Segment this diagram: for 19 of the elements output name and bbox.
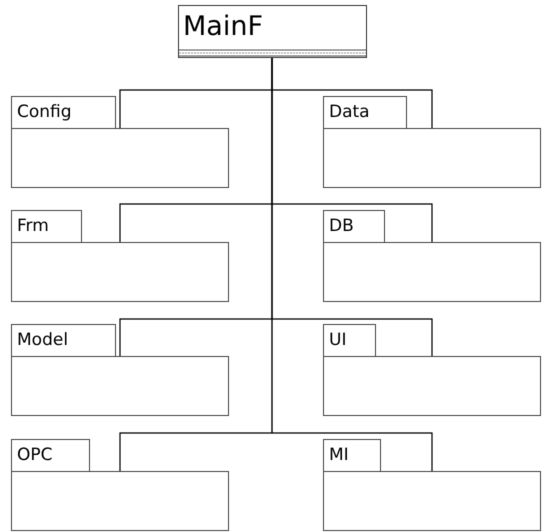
package-shape — [323, 96, 541, 188]
package-name: DB — [329, 215, 354, 237]
package-shape — [11, 324, 229, 416]
connector-line — [271, 58, 433, 471]
package-name: Config — [17, 101, 72, 123]
package-name: Data — [329, 101, 370, 123]
package-name: Model — [17, 329, 68, 351]
package-shape — [323, 439, 541, 531]
package-shape — [11, 439, 229, 531]
package-shape — [323, 210, 541, 302]
package-name: Frm — [17, 215, 49, 237]
package-name: MI — [329, 444, 349, 466]
class-name: MainF — [183, 10, 263, 44]
package-shape — [323, 324, 541, 416]
package-name: UI — [329, 329, 346, 351]
package-name: OPC — [17, 444, 53, 466]
class-box — [178, 5, 367, 58]
package-shape — [11, 210, 229, 302]
package-shape — [11, 96, 229, 188]
